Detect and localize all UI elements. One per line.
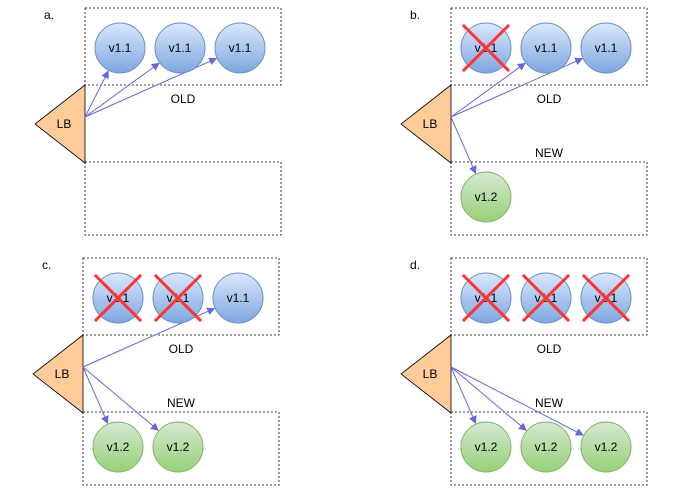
panel-label: a. [44,8,54,22]
node-label: v1.1 [535,41,558,55]
node-label: v1.2 [475,440,498,454]
node-label: v1.1 [229,41,252,55]
old-group-label: OLD [537,92,562,106]
old-pool-box [82,257,280,336]
load-balancer-shape [400,334,452,414]
removed-cross-mark [461,273,511,323]
new-group-label: NEW [167,396,196,410]
panel-label: b. [410,8,420,22]
panel-a: a. OLD LB v1.1 v1.1 v1.1 [34,7,282,236]
node-v1-2 [152,421,204,473]
removed-cross-mark [521,273,571,323]
node-label: v1.2 [107,440,130,454]
route-arrow-old [84,62,160,118]
node-label: v1.1 [169,41,192,55]
node-v1-1 [580,22,632,74]
old-pool-box [450,257,648,336]
node-v1-2 [92,421,144,473]
route-arrow-new [82,366,159,431]
load-balancer-shape [34,84,86,164]
node-label: v1.2 [167,440,190,454]
route-arrow-new [450,366,584,436]
removed-cross-mark [153,273,203,323]
route-arrow-old [450,62,526,118]
route-arrow-new [82,366,109,425]
panel-label: c. [42,258,51,272]
node-label: v1.1 [595,41,618,55]
new-pool-box [84,161,282,236]
load-balancer-label: LB [55,367,70,381]
removed-cross-mark [581,273,631,323]
node-v1-1 [212,272,264,324]
node-v1-1 [154,22,206,74]
node-label: v1.1 [227,291,250,305]
node-v1-2 [460,171,512,223]
new-pool-box [450,411,648,486]
route-arrow-new [450,116,477,175]
panel-label: d. [410,258,420,272]
route-arrow-new [450,366,527,431]
node-label: v1.1 [109,41,132,55]
new-pool-box [82,411,280,486]
load-balancer-shape [32,334,84,414]
new-group-label: NEW [535,396,564,410]
node-v1-2 [460,421,512,473]
old-pool-box [450,7,648,86]
load-balancer-label: LB [423,367,438,381]
old-group-label: OLD [537,342,562,356]
route-arrow-old [84,70,109,118]
load-balancer-label: LB [423,117,438,131]
old-group-label: OLD [171,92,196,106]
node-v1-1 [520,22,572,74]
load-balancer-label: LB [57,117,72,131]
route-arrow-new [450,366,477,425]
new-group-label: NEW [535,146,564,160]
node-label: v1.2 [535,440,558,454]
old-group-label: OLD [169,342,194,356]
node-v1-2 [520,421,572,473]
removed-cross-mark [93,273,143,323]
node-v1-1 [214,22,266,74]
node-label: v1.2 [595,440,618,454]
new-pool-box [450,161,648,236]
old-pool-box [84,7,282,86]
node-label: v1.2 [475,190,498,204]
node-v1-2 [580,421,632,473]
removed-cross-mark [461,23,511,73]
node-v1-1 [94,22,146,74]
load-balancer-shape [400,84,452,164]
